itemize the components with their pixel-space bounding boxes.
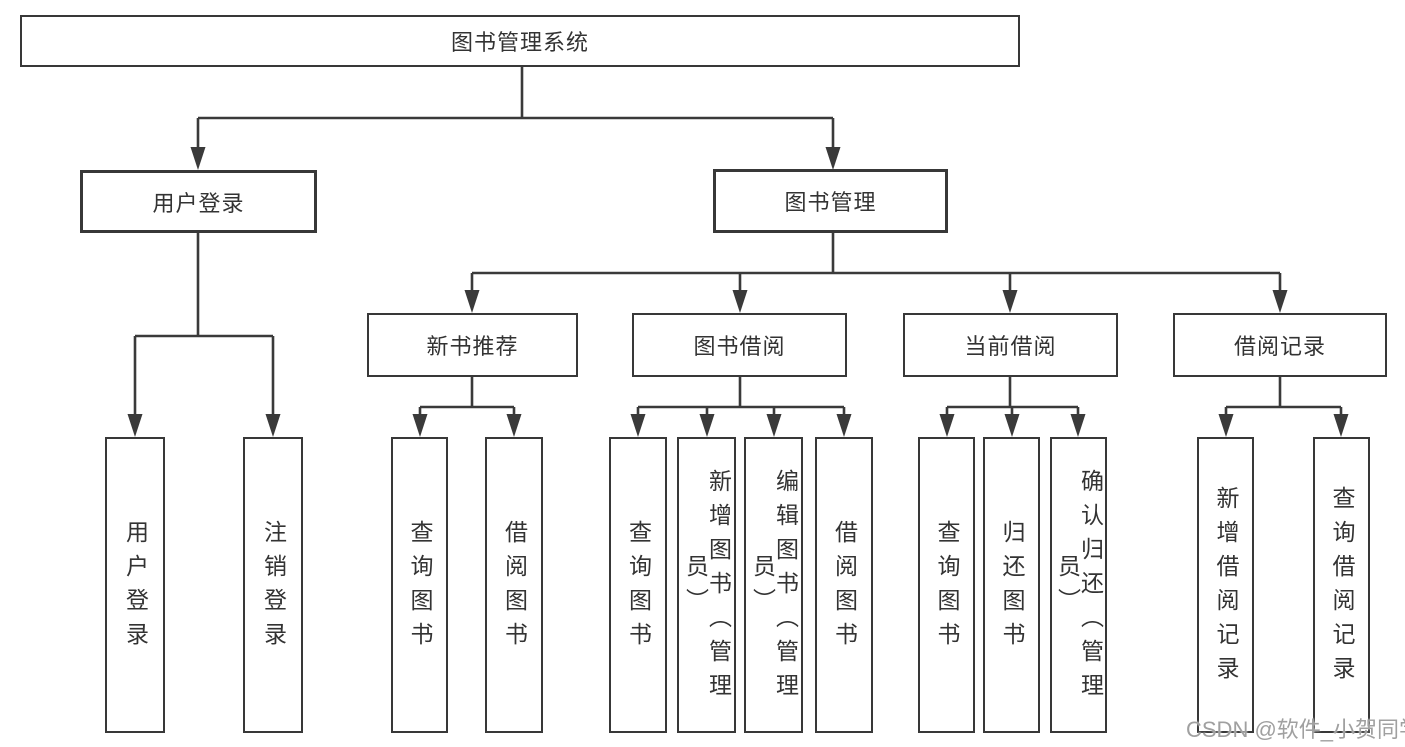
node-user-login: 用户登录 xyxy=(80,170,317,233)
leaf-query-books-current: 查询图书 xyxy=(918,437,975,733)
leaf-borrow-books-recommend: 借阅图书 xyxy=(485,437,543,733)
node-book-borrow: 图书借阅 xyxy=(632,313,847,377)
leaf-return-books: 归还图书 xyxy=(983,437,1040,733)
leaf-add-books-admin: 新增图书（管理员） xyxy=(677,437,736,733)
leaf-add-borrow-record: 新增借阅记录 xyxy=(1197,437,1254,733)
node-new-book-recommend: 新书推荐 xyxy=(367,313,578,377)
leaf-user-login: 用户登录 xyxy=(105,437,165,733)
leaf-logout: 注销登录 xyxy=(243,437,303,733)
leaf-borrow-books: 借阅图书 xyxy=(815,437,873,733)
leaf-query-books-borrow: 查询图书 xyxy=(609,437,667,733)
csdn-watermark: CSDN @软件_小贺同学 xyxy=(1186,717,1405,742)
node-book-management: 图书管理 xyxy=(713,169,948,233)
leaf-query-borrow-record: 查询借阅记录 xyxy=(1313,437,1370,733)
leaf-query-books-recommend: 查询图书 xyxy=(391,437,448,733)
node-borrow-records: 借阅记录 xyxy=(1173,313,1387,377)
node-current-borrow: 当前借阅 xyxy=(903,313,1118,377)
leaf-edit-books-admin: 编辑图书（管理员） xyxy=(744,437,803,733)
node-library-management-system: 图书管理系统 xyxy=(20,15,1020,67)
leaf-confirm-return-admin: 确认归还（管理员） xyxy=(1050,437,1107,733)
